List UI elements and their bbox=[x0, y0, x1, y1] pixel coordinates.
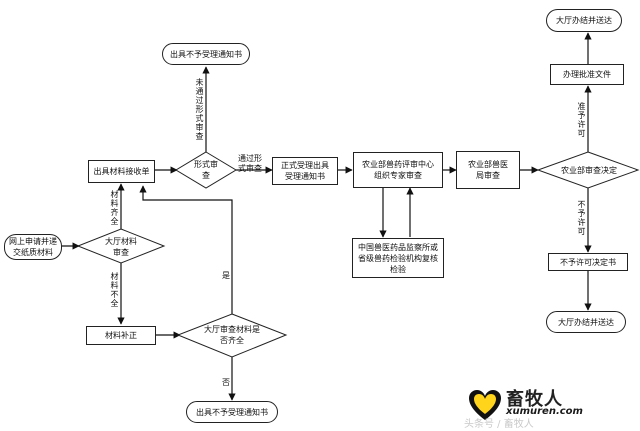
edge-yes-to-receipt bbox=[139, 185, 233, 314]
label-permit: 准予许可 bbox=[577, 102, 586, 138]
label-yes: 是 bbox=[222, 271, 230, 280]
label-formal-pass: 通过形式审查 bbox=[238, 154, 262, 173]
node-formal-accept: 正式受理出具受理通知书 bbox=[272, 157, 338, 185]
node-approval-doc: 办理批准文件 bbox=[550, 64, 624, 85]
diamond-ministry-decision bbox=[536, 151, 640, 189]
diamond-hall-material-review bbox=[76, 228, 166, 264]
label-formal-fail: 未通过形式审查 bbox=[195, 78, 204, 141]
watermark-brand: 畜牧人 bbox=[506, 389, 563, 410]
diamond-formal-review bbox=[175, 151, 237, 189]
label-materials-incomplete: 材料不全 bbox=[110, 272, 119, 308]
diamond-text-ministry-decision: 农业部审查决定 bbox=[561, 165, 617, 175]
node-not-accept-top: 出具不予受理通知书 bbox=[162, 43, 250, 65]
watermark-faint: 头条号 / 畜牧人 bbox=[464, 419, 534, 430]
label-materials-complete: 材料齐全 bbox=[110, 190, 119, 226]
node-not-accept-bottom: 出具不予受理通知书 bbox=[186, 401, 278, 423]
diamond-hall-review-complete bbox=[176, 313, 288, 358]
node-delivery-top: 大厅办结并送达 bbox=[546, 9, 622, 32]
diamond-text-hall-complete: 大厅审查材料是否齐全 bbox=[204, 325, 260, 345]
watermark-domain: xumuren.com bbox=[506, 406, 583, 417]
node-material-receipt: 出具材料接收单 bbox=[88, 160, 155, 183]
node-delivery-bottom: 大厅办结并送达 bbox=[546, 311, 626, 333]
node-inspection: 中国兽医药品监察所或省级兽药检验机构复核检验 bbox=[352, 238, 444, 278]
diamond-text-hall-review: 大厅材料审查 bbox=[105, 237, 137, 257]
node-online-apply: 网上申请并递交纸质材料 bbox=[4, 234, 62, 260]
node-material-supplement: 材料补正 bbox=[86, 326, 156, 345]
label-not-permit: 不予许可 bbox=[577, 200, 586, 236]
label-no: 否 bbox=[222, 378, 230, 387]
node-vet-bureau: 农业部兽医局审查 bbox=[456, 151, 520, 189]
node-expert-review: 农业部兽药评审中心组织专家审查 bbox=[353, 152, 443, 188]
diamond-text-formal-review: 形式审查 bbox=[194, 160, 218, 180]
heart-logo-icon bbox=[469, 390, 501, 420]
node-not-permit-doc: 不予许可决定书 bbox=[548, 253, 628, 271]
